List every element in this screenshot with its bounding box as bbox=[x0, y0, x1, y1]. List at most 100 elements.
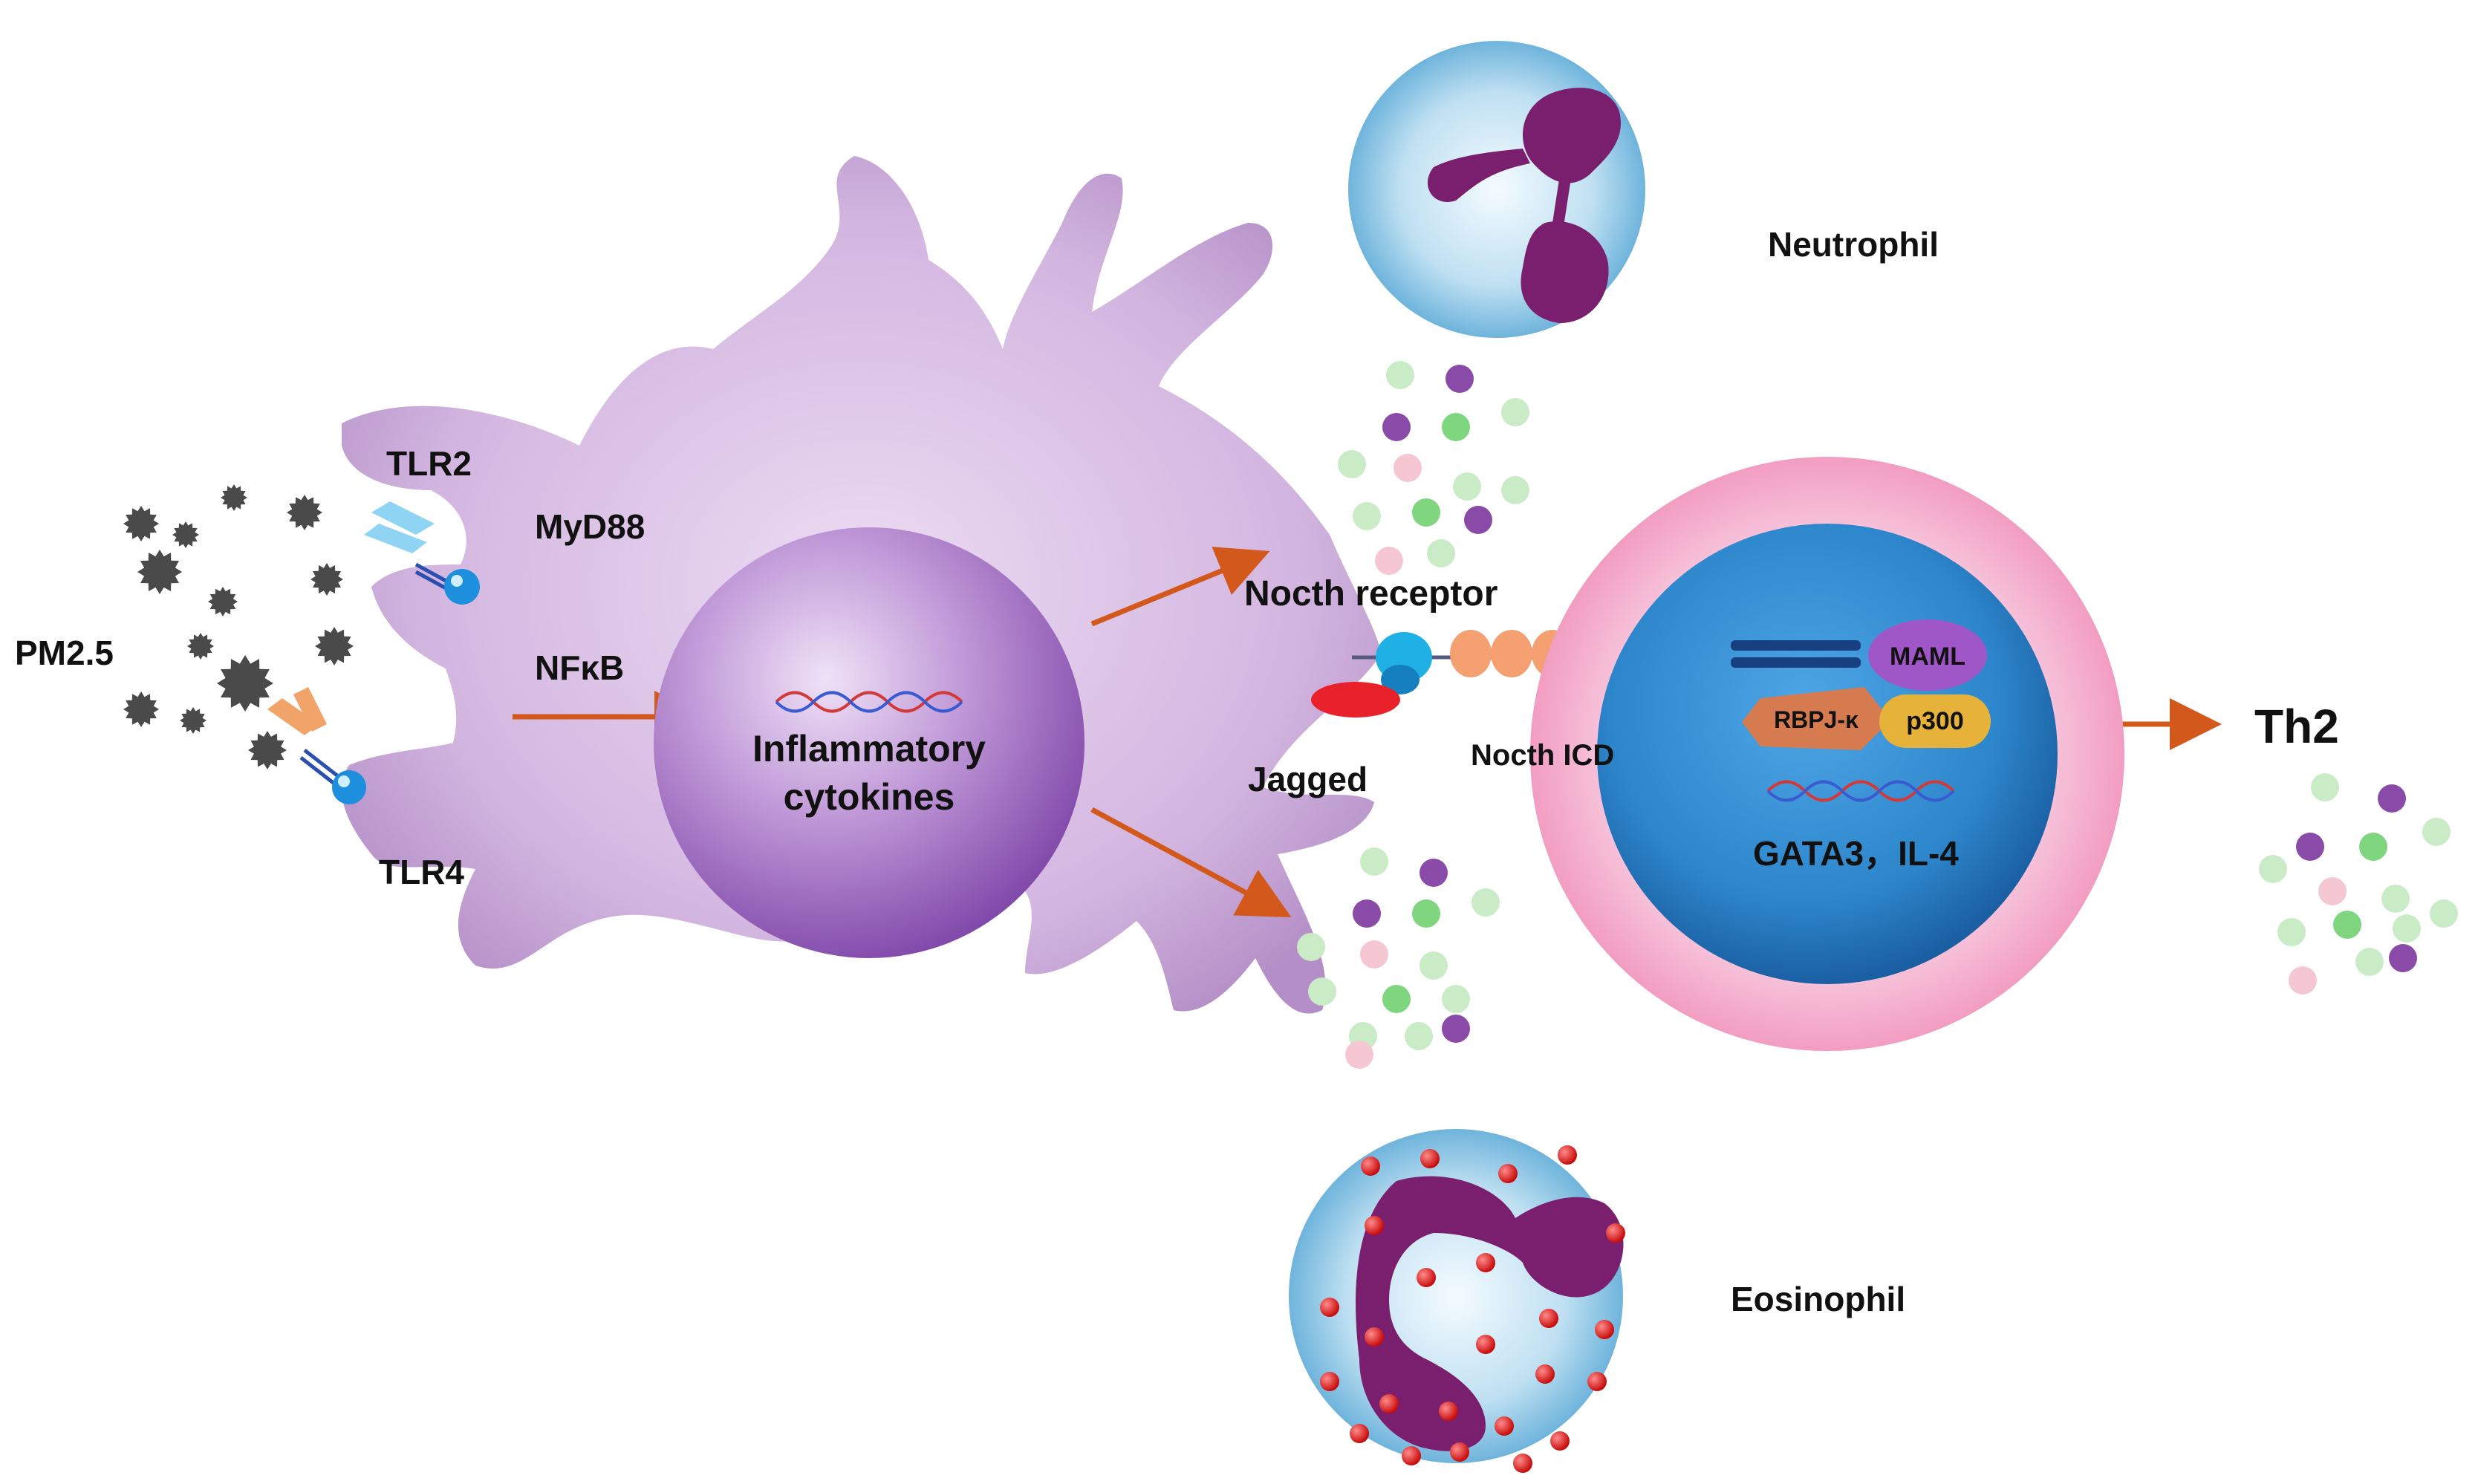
eosinophil-granule bbox=[1365, 1327, 1384, 1347]
eosinophil-granule bbox=[1513, 1454, 1532, 1473]
label-jagged: Jagged bbox=[1248, 760, 1368, 798]
cytokine-granule bbox=[1386, 361, 1414, 389]
eosinophil-granule bbox=[1558, 1145, 1577, 1165]
maml-protein bbox=[1868, 619, 1987, 691]
cytokine-granule bbox=[2430, 899, 2458, 928]
pm25-particle-icon bbox=[310, 563, 343, 596]
pm25-particle-icon bbox=[248, 731, 287, 769]
eosinophil-granule bbox=[1417, 1268, 1436, 1287]
cytokine-granule bbox=[1412, 899, 1440, 928]
cytokine-granule bbox=[1427, 539, 1455, 567]
p300-protein bbox=[1879, 694, 1991, 748]
cytokine-granule bbox=[1338, 450, 1366, 478]
eosinophil-granule bbox=[1350, 1424, 1369, 1443]
cytokine-granule bbox=[1394, 454, 1422, 482]
eosinophil-granule bbox=[1365, 1216, 1384, 1235]
label-notch-icd: Nocth ICD bbox=[1471, 739, 1614, 772]
eosinophil-nucleus bbox=[1356, 1176, 1624, 1451]
eosinophil-granule bbox=[1402, 1446, 1421, 1465]
cytokine-granule bbox=[2378, 784, 2406, 813]
inflammatory-nucleus bbox=[654, 527, 1084, 958]
label-gata3-il4: GATA3，IL-4 bbox=[1753, 834, 1959, 873]
cytokine-granule bbox=[1442, 413, 1470, 441]
eosinophil-granule bbox=[1361, 1156, 1380, 1176]
th2-nucleus bbox=[1597, 524, 2058, 984]
eosinophil-granule bbox=[1495, 1416, 1514, 1436]
label-inflammatory: Inflammatory bbox=[752, 728, 986, 769]
cytokine-granule bbox=[1405, 1022, 1433, 1050]
eosinophil-granule bbox=[1595, 1320, 1614, 1339]
eosinophil-granule bbox=[1539, 1309, 1558, 1328]
pm25-particle-icon bbox=[221, 484, 247, 511]
cytokine-granule bbox=[2296, 833, 2324, 861]
cytokine-granule bbox=[1353, 502, 1381, 530]
cytokine-granule bbox=[1297, 933, 1325, 961]
dna-icon bbox=[1766, 780, 1955, 802]
arrow-to-upper-granules bbox=[1090, 547, 1270, 627]
pm25-particle-icon bbox=[180, 707, 206, 734]
dna-icon bbox=[775, 691, 963, 713]
label-myd88: MyD88 bbox=[535, 507, 645, 546]
cytokine-granule bbox=[1471, 888, 1500, 917]
cytokine-granule bbox=[1360, 847, 1388, 876]
cytokine-granule bbox=[2259, 855, 2287, 883]
cytokine-granule bbox=[2311, 773, 2339, 801]
pm25-particle-icon bbox=[123, 691, 159, 727]
eosinophil-granule bbox=[1535, 1364, 1555, 1384]
cytokine-granule bbox=[1382, 413, 1411, 441]
eosinophil-granule bbox=[1476, 1253, 1495, 1272]
cytokine-granule bbox=[1464, 506, 1492, 534]
pm25-particles bbox=[123, 484, 354, 769]
label-th2: Th2 bbox=[2254, 700, 2339, 753]
cytokine-granule bbox=[2333, 911, 2361, 939]
label-eosinophil: Eosinophil bbox=[1731, 1280, 1905, 1318]
pm25-particle-icon bbox=[287, 495, 322, 530]
eosinophil-granule bbox=[1320, 1298, 1339, 1317]
label-nfkb: NFκB bbox=[535, 648, 624, 687]
tlr2-receptor-icon bbox=[364, 501, 480, 605]
cytokine-granule bbox=[1501, 398, 1529, 426]
pm25-particle-icon bbox=[123, 506, 159, 541]
cytokine-granule bbox=[1345, 1041, 1373, 1069]
cytokine-granule bbox=[1375, 547, 1403, 575]
pm25-particle-icon bbox=[208, 587, 238, 616]
cytokine-granule bbox=[1453, 472, 1481, 501]
label-notch-receptor: Nocth receptor bbox=[1244, 574, 1497, 614]
label-p300: p300 bbox=[1906, 707, 1964, 735]
cytokine-granule bbox=[1442, 1015, 1470, 1043]
cytokine-granule bbox=[2318, 877, 2347, 905]
pm25-particle-icon bbox=[315, 627, 354, 665]
arrow-to-lower-granules bbox=[1090, 807, 1292, 917]
eosinophil-granule bbox=[1587, 1372, 1607, 1391]
cytokine-granule bbox=[1446, 365, 1474, 393]
cytokine-granule bbox=[2393, 914, 2421, 943]
transcription-complex bbox=[1731, 619, 1991, 750]
label-tlr2: TLR2 bbox=[386, 444, 472, 483]
cytokine-granule bbox=[2289, 966, 2317, 995]
cytokine-granule bbox=[1382, 985, 1411, 1013]
cytokine-granule bbox=[1420, 859, 1448, 887]
label-cytokines: cytokines bbox=[784, 776, 955, 818]
eosinophil-granule bbox=[1320, 1372, 1339, 1391]
jagged-ligand bbox=[1311, 682, 1400, 717]
label-neutrophil: Neutrophil bbox=[1768, 225, 1939, 264]
pm25-particle-icon bbox=[137, 550, 182, 594]
eosinophil-granule bbox=[1476, 1335, 1495, 1354]
cytokine-granule bbox=[1353, 899, 1381, 928]
label-tlr4: TLR4 bbox=[379, 853, 464, 891]
cytokine-granule bbox=[1308, 977, 1336, 1006]
cytokine-granule bbox=[1501, 476, 1529, 504]
eosinophil-granule bbox=[1498, 1164, 1518, 1183]
eosinophil-granules bbox=[1320, 1145, 1625, 1473]
cytokine-granule bbox=[1360, 940, 1388, 969]
cytokine-granule bbox=[1442, 985, 1470, 1013]
cytokine-granule bbox=[2359, 833, 2387, 861]
eosinophil-granule bbox=[1420, 1149, 1440, 1168]
eosinophil-granule bbox=[1379, 1394, 1399, 1413]
cytokine-granule bbox=[1420, 951, 1448, 980]
cytokine-granules bbox=[1297, 361, 2458, 1069]
cytokine-granule bbox=[2355, 948, 2384, 976]
eosinophil-granule bbox=[1550, 1431, 1570, 1451]
